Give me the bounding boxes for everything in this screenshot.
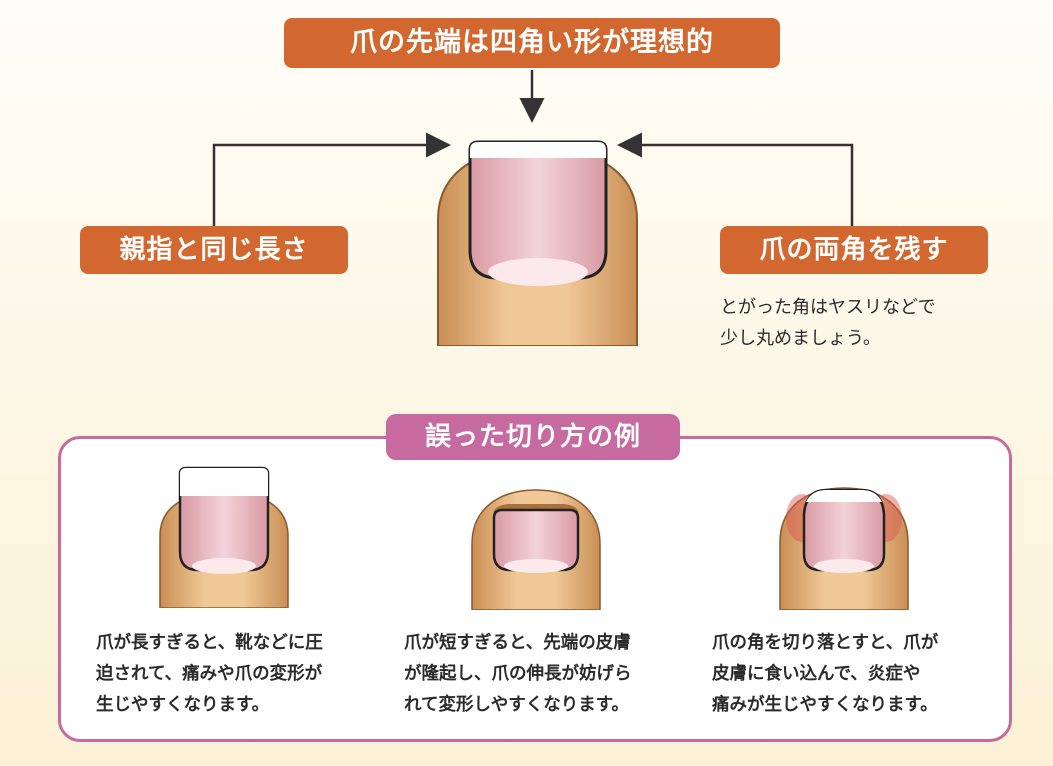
- case-line: 爪が長すぎると、靴などに圧: [96, 633, 323, 653]
- case-line: 爪の角を切り落とすと、爪が: [712, 633, 939, 653]
- case-too-short-text: 爪が短すぎると、先端の皮膚 が隆起し、爪の伸長が妨げら れて変形しやすくなります…: [404, 628, 686, 721]
- toe-too-short-illustration: [471, 489, 601, 610]
- same-length-label: 親指と同じ長さ: [80, 226, 348, 274]
- toe-too-long-illustration: [159, 466, 289, 608]
- case-line: 皮膚に食い込んで、炎症や: [712, 664, 921, 684]
- main-label: 爪の先端は四角い形が理想的: [284, 18, 780, 68]
- case-line: 爪が短すぎると、先端の皮膚: [404, 633, 631, 653]
- arrow-right-bracket: [617, 132, 854, 226]
- case-line: 痛みが生じやすくなります。: [712, 695, 938, 715]
- note-line: とがった角はヤスリなどで: [720, 297, 936, 318]
- case-line: が隆起し、爪の伸長が妨げら: [404, 664, 632, 684]
- case-line: 生じやすくなります。: [96, 695, 270, 715]
- keep-corners-label: 爪の両角を残す: [720, 226, 988, 274]
- toe-corners-cut-illustration: [779, 487, 909, 610]
- case-too-long-text: 爪が長すぎると、靴などに圧 迫されて、痛みや爪の変形が 生じやすくなります。: [96, 628, 378, 721]
- arrow-left-bracket: [212, 132, 451, 226]
- case-line: れて変形しやすくなります。: [404, 695, 630, 715]
- toe-ideal-illustration: [437, 140, 638, 346]
- wrong-examples-title: 誤った切り方の例: [386, 414, 680, 460]
- case-corners-cut-text: 爪の角を切り落とすと、爪が 皮膚に食い込んで、炎症や 痛みが生じやすくなります。: [712, 628, 994, 721]
- case-line: 迫されて、痛みや爪の変形が: [96, 664, 323, 684]
- note-line: 少し丸めましょう。: [720, 328, 881, 349]
- corner-filing-note: とがった角はヤスリなどで 少し丸めましょう。: [720, 292, 1020, 354]
